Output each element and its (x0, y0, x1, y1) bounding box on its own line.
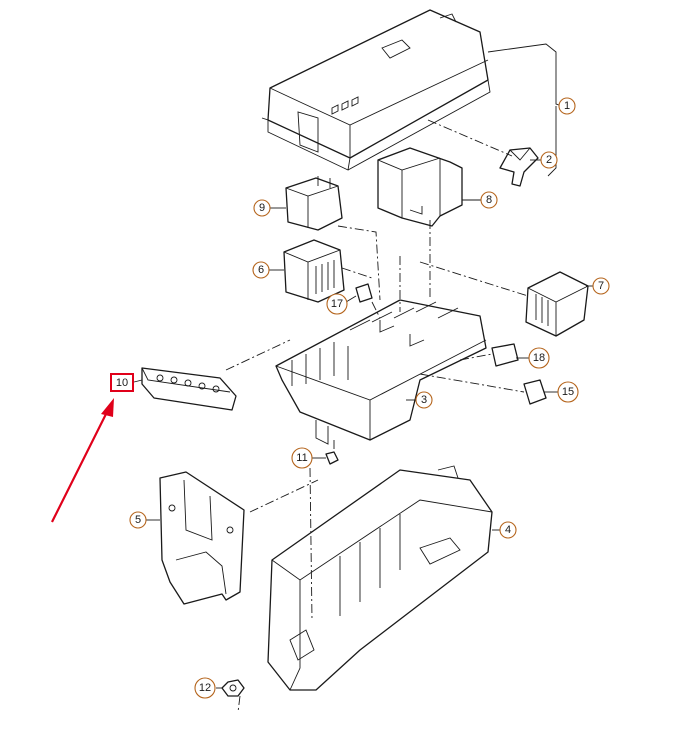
callout-7: 7 (592, 277, 610, 295)
part-10-fuse-strip (141, 367, 237, 411)
callout-8-label: 8 (486, 194, 492, 206)
callout-15-label: 15 (562, 386, 574, 398)
part-12-screw (221, 679, 245, 697)
callout-11: 11 (291, 447, 313, 469)
callout-2-label: 2 (546, 154, 552, 166)
callout-1: 1 (558, 97, 576, 115)
part-1-cover (261, 9, 491, 171)
callout-6: 6 (252, 261, 270, 279)
callout-12-label: 12 (199, 682, 211, 694)
part-9-bracket (285, 176, 343, 231)
callout-2: 2 (540, 151, 558, 169)
part-6-fuse-block (283, 239, 345, 303)
callout-11-label: 11 (296, 452, 307, 464)
callout-9: 9 (253, 199, 271, 217)
assembly-lines (225, 119, 529, 713)
part-8-relay-holder (377, 147, 463, 227)
callout-1-label: 1 (564, 100, 570, 112)
callout-8: 8 (480, 191, 498, 209)
part-3-fuse-carrier (275, 299, 487, 445)
callout-4: 4 (499, 521, 517, 539)
callout-17: 17 (326, 293, 348, 315)
part-17-fuse (355, 283, 373, 303)
part-7-fuse-strip (525, 271, 589, 337)
callout-5-label: 5 (135, 514, 141, 526)
callout-10-label: 10 (116, 377, 128, 389)
part-15-mini-relay (523, 379, 547, 405)
callout-9-label: 9 (259, 202, 265, 214)
callout-17-label: 17 (331, 298, 343, 310)
part-11-nut (325, 451, 339, 465)
callout-5: 5 (129, 511, 147, 529)
part-18-blade-fuse (491, 343, 519, 367)
callout-3: 3 (415, 391, 433, 409)
part-2-clip (499, 147, 539, 187)
callout-3-label: 3 (421, 394, 427, 406)
callout-15: 15 (557, 381, 579, 403)
callout-7-label: 7 (598, 280, 604, 292)
callout-6-label: 6 (258, 264, 264, 276)
leader-lines (133, 43, 594, 689)
callout-12: 12 (194, 677, 216, 699)
part-5-bracket (159, 471, 245, 605)
callout-4-label: 4 (505, 524, 511, 536)
callout-18-label: 18 (533, 352, 545, 364)
callout-18: 18 (528, 347, 550, 369)
red-pointer-arrow (51, 398, 114, 523)
callout-10-highlighted: 10 (110, 373, 134, 392)
part-4-housing-tray (267, 465, 493, 691)
